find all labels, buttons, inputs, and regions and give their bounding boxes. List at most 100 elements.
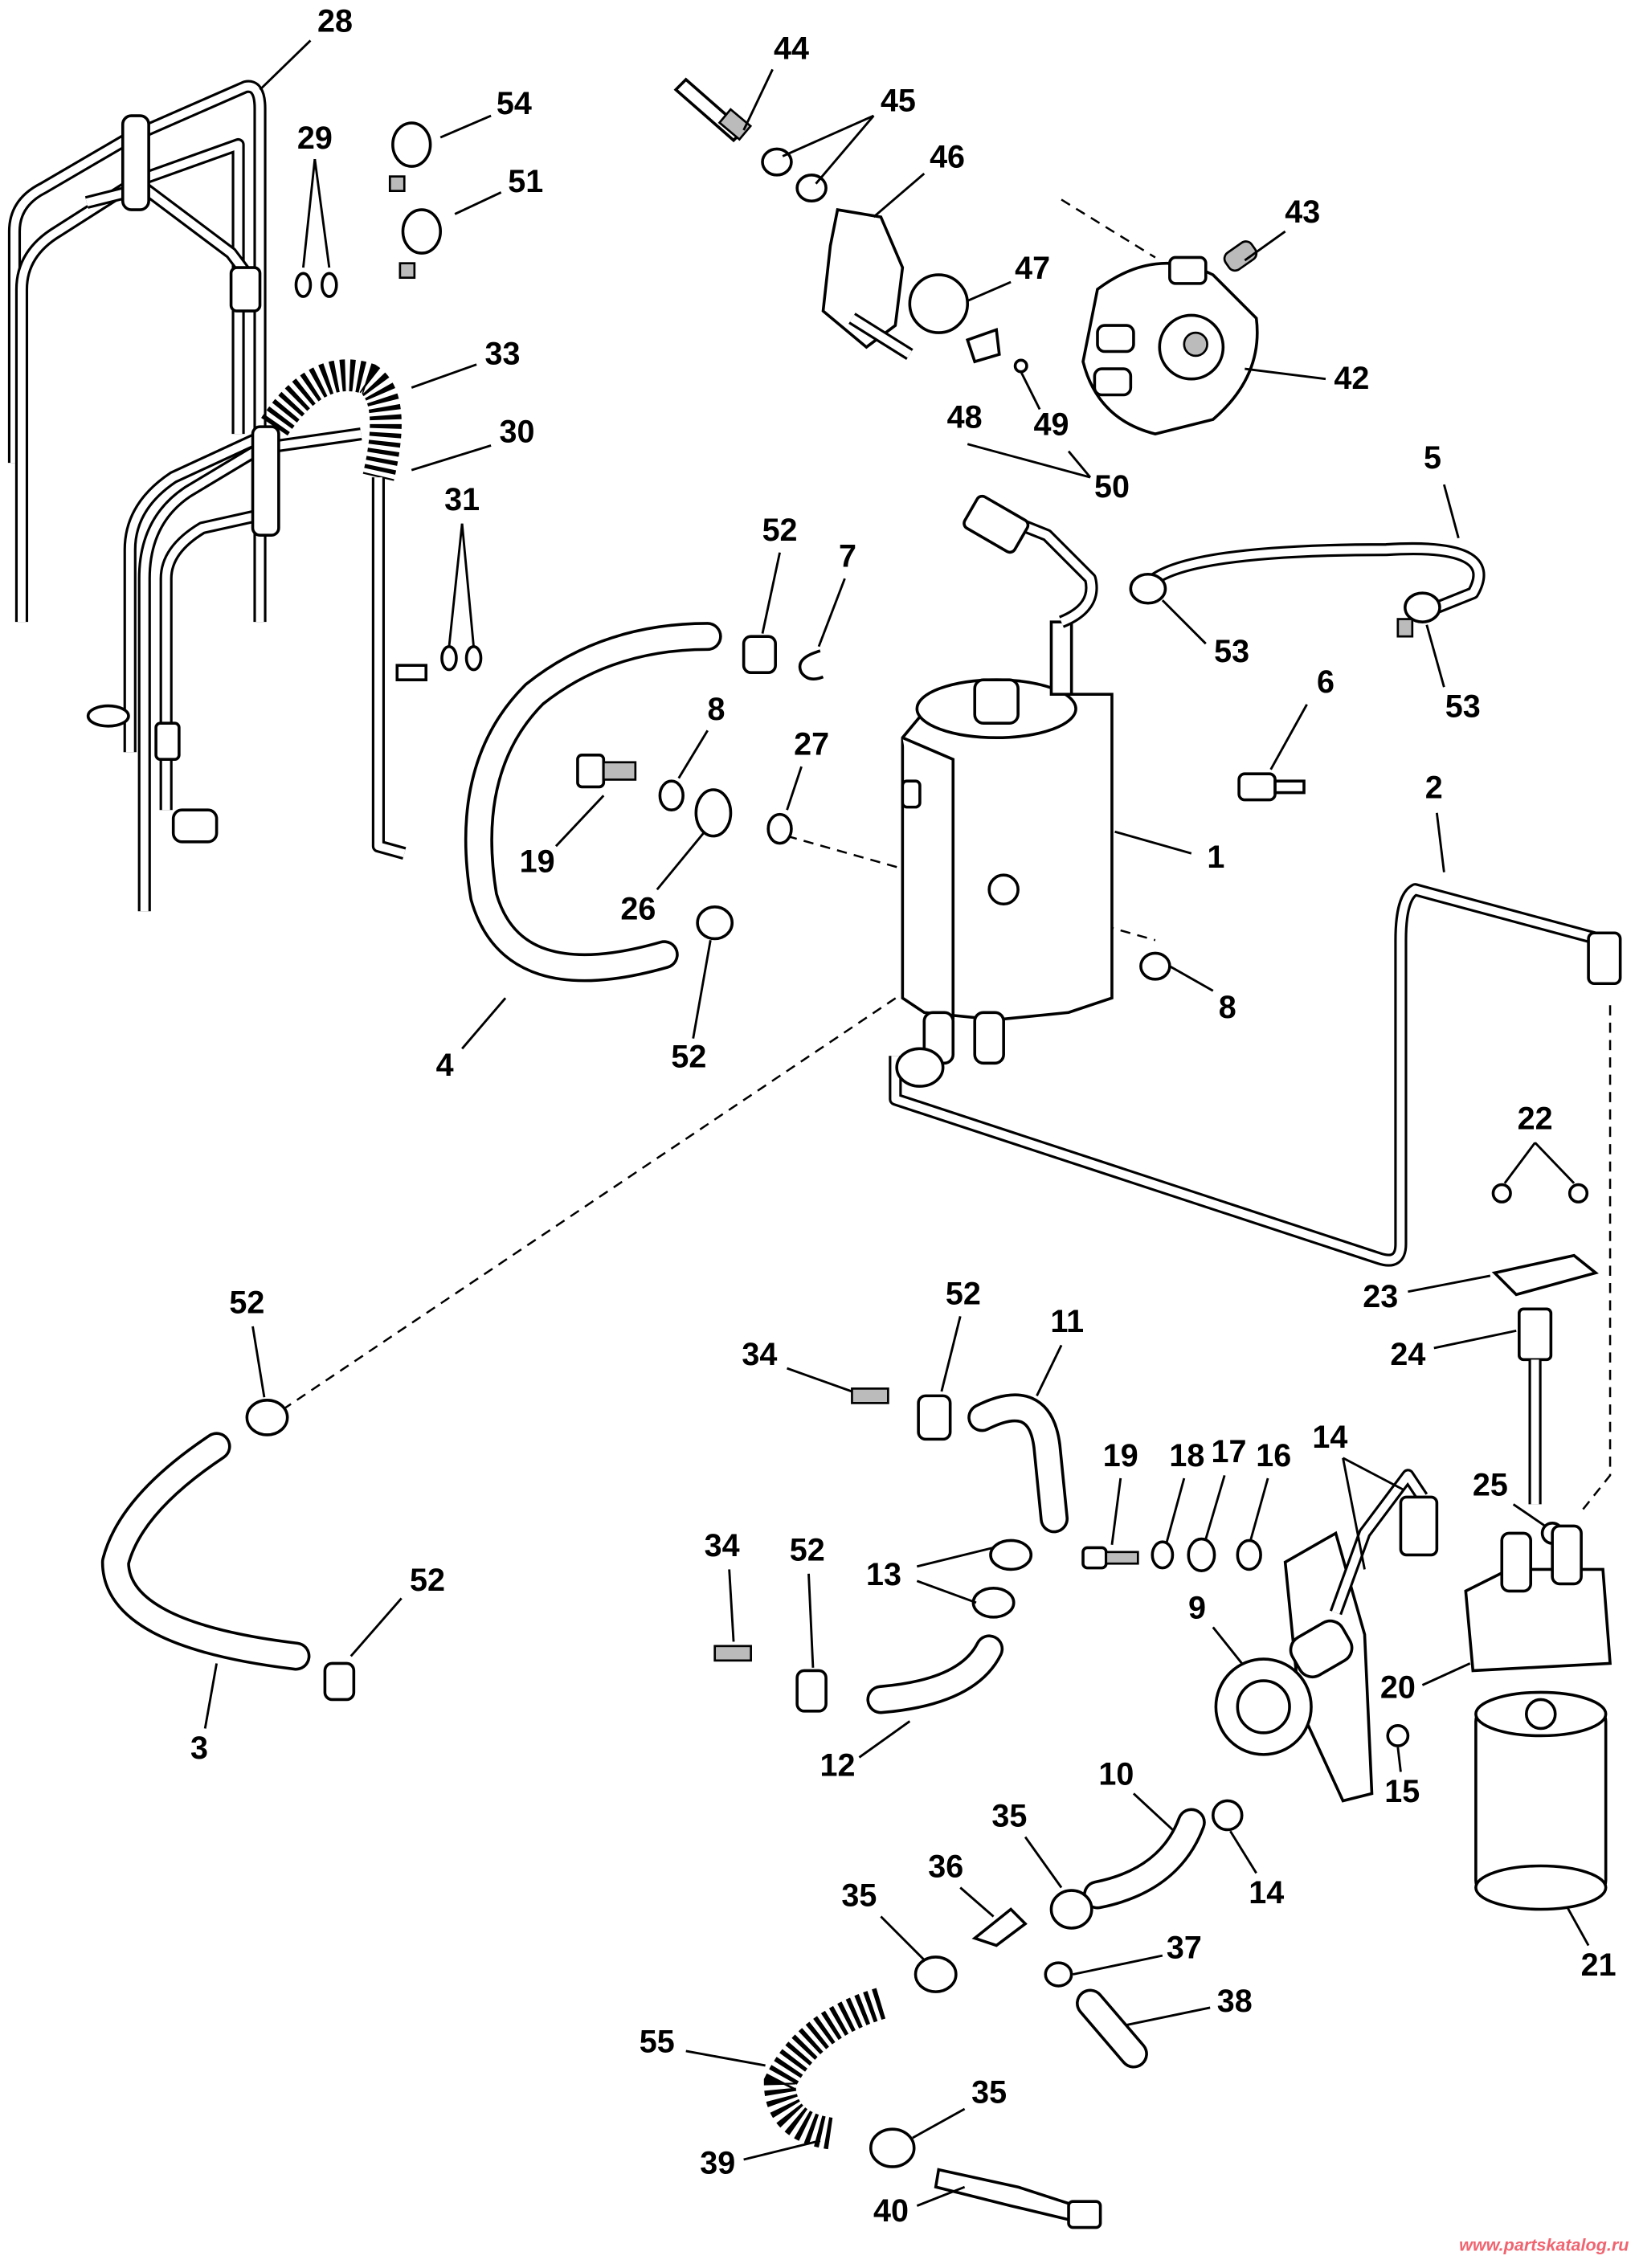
fitting-40 xyxy=(934,2168,1078,2222)
callout-number: 10 xyxy=(1098,1756,1134,1792)
callout-number: 35 xyxy=(971,2074,1007,2110)
hose-3 xyxy=(100,1432,311,1671)
callout-number: 54 xyxy=(497,86,532,121)
leader-line xyxy=(677,729,709,779)
leader-line xyxy=(916,2185,966,2207)
callout-number: 1 xyxy=(1207,840,1224,875)
leader-line xyxy=(1169,965,1214,992)
leader-line xyxy=(1161,599,1207,645)
callout-number: 53 xyxy=(1445,689,1481,725)
filter-base xyxy=(1464,1567,1612,1673)
callout-number: 33 xyxy=(484,336,520,371)
leader-line xyxy=(1342,1457,1404,1491)
leader-line xyxy=(1425,624,1445,688)
callout-number: 5 xyxy=(1424,440,1441,476)
leader-line xyxy=(349,1597,403,1657)
leader-line xyxy=(203,1663,219,1729)
vapor-separator xyxy=(901,494,1114,1065)
callout-number: 48 xyxy=(947,400,983,435)
callout-number: 53 xyxy=(1214,634,1249,669)
leader-line xyxy=(940,1315,962,1392)
leader-line xyxy=(1073,1954,1163,1976)
leader-line xyxy=(1565,1906,1590,1947)
leader-line xyxy=(1421,1662,1471,1686)
clip xyxy=(798,649,824,680)
alignment-line xyxy=(280,939,983,1412)
callout-number: 44 xyxy=(774,31,809,66)
callout-number: 42 xyxy=(1334,361,1369,396)
callout-number: 52 xyxy=(790,1532,825,1567)
leader-line xyxy=(916,1547,994,1568)
clamp xyxy=(401,208,442,255)
washer xyxy=(761,147,793,177)
leader-line xyxy=(728,1569,735,1642)
bushing xyxy=(766,812,793,845)
vent-tube xyxy=(371,477,428,860)
callout-number: 15 xyxy=(1384,1774,1420,1809)
leader-line xyxy=(1165,1477,1186,1543)
parts-drawing xyxy=(7,77,1622,2229)
callout-number: 13 xyxy=(866,1557,901,1592)
callout-number: 14 xyxy=(1312,1420,1347,1455)
clamp xyxy=(391,121,432,168)
callout-number: 31 xyxy=(444,482,480,517)
corrugated-hose-55 xyxy=(763,1988,886,2150)
leader-line xyxy=(742,68,774,131)
callout-number: 19 xyxy=(520,844,555,879)
leader-line xyxy=(786,766,803,811)
callout-number: 51 xyxy=(508,164,543,199)
leader-line xyxy=(1269,704,1308,770)
clamp xyxy=(742,635,777,674)
leader-line xyxy=(448,523,464,647)
leader-line xyxy=(454,191,502,215)
filter-screen xyxy=(965,328,1001,364)
leader-line xyxy=(1020,371,1041,411)
callout-number: 8 xyxy=(1219,990,1236,1025)
callout-number: 26 xyxy=(620,892,656,927)
leader-line xyxy=(1110,1477,1122,1545)
o-ring-47 xyxy=(908,273,970,334)
callout-number: 55 xyxy=(640,2024,675,2059)
leader-line xyxy=(1036,1344,1063,1396)
callout-number: 40 xyxy=(873,2193,909,2229)
leader-line xyxy=(1512,1503,1546,1527)
callout-number: 2 xyxy=(1425,770,1443,805)
callout-number: 24 xyxy=(1390,1337,1425,1372)
leader-lines xyxy=(203,39,1590,2207)
callout-number: 35 xyxy=(991,1799,1027,1834)
leader-line xyxy=(302,158,317,268)
callout-number: 22 xyxy=(1518,1101,1553,1137)
washer xyxy=(795,174,828,203)
alignment-line xyxy=(1580,1005,1612,1513)
callout-number: 23 xyxy=(1363,1279,1398,1314)
leader-line xyxy=(1024,1836,1063,1889)
watermark: www.partskatalog.ru xyxy=(1459,2234,1629,2254)
callout-number: 14 xyxy=(1249,1875,1284,1910)
clamp xyxy=(696,905,734,941)
callout-number: 7 xyxy=(839,538,856,574)
callout-number: 28 xyxy=(317,3,353,39)
fuel-rail-upper xyxy=(7,80,267,623)
leader-line xyxy=(858,1720,911,1759)
leader-line xyxy=(880,1915,926,1961)
leader-line xyxy=(1245,367,1326,381)
leader-line xyxy=(1229,1830,1257,1874)
leader-line xyxy=(959,1886,995,1918)
leader-line xyxy=(411,444,492,472)
callout-number: 36 xyxy=(928,1849,963,1885)
callout-number: 39 xyxy=(700,2146,735,2181)
leader-line xyxy=(873,172,926,219)
leader-line xyxy=(1132,1792,1174,1831)
leader-line xyxy=(761,552,781,634)
callout-number: 50 xyxy=(1094,469,1130,505)
callout-number: 18 xyxy=(1169,1438,1204,1473)
callout-number: 34 xyxy=(742,1337,777,1372)
o-ring xyxy=(440,644,458,672)
leader-line xyxy=(817,578,846,648)
callout-number: 11 xyxy=(1050,1304,1084,1339)
leader-line xyxy=(912,2107,966,2139)
leader-line xyxy=(656,831,706,891)
leader-line xyxy=(1249,1477,1269,1541)
bolt xyxy=(673,77,753,143)
